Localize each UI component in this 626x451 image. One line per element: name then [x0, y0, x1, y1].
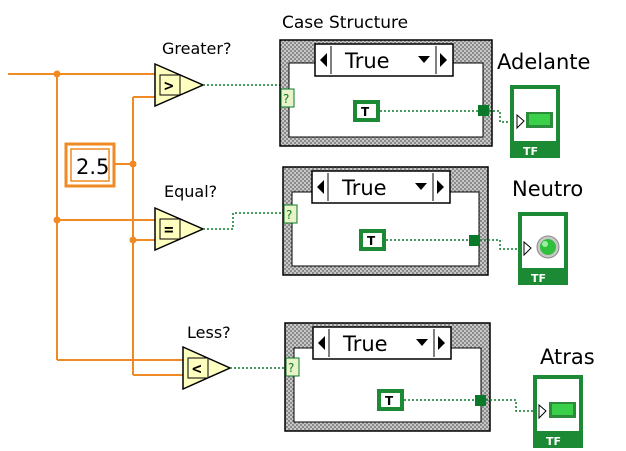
equal-bool-constant[interactable]: T — [359, 229, 386, 251]
less-case-selector[interactable]: True — [312, 326, 452, 360]
case-structure-title: Case Structure — [282, 13, 408, 33]
row-greater: Greater? > True ? T — [154, 39, 590, 158]
less-led-indicator[interactable]: TF — [533, 375, 583, 448]
less-bool-constant[interactable]: T — [377, 389, 404, 411]
wire-junctions — [53, 70, 137, 244]
equal-comparator[interactable]: = — [154, 206, 205, 252]
greater-comparator[interactable]: > — [154, 62, 205, 108]
greater-selector-terminal — [280, 88, 295, 108]
greater-case-selector[interactable]: True — [314, 43, 454, 77]
equal-indicator-label: Neutro — [512, 177, 583, 201]
numeric-constant-value: 2.5 — [76, 155, 109, 179]
equal-case-selector-text: True — [341, 176, 387, 200]
numeric-wires — [8, 73, 183, 376]
less-case-selector-text: True — [342, 332, 388, 356]
greater-label: Greater? — [162, 39, 231, 58]
equal-case-selector[interactable]: True — [311, 170, 451, 204]
equal-output-tunnel — [469, 235, 480, 246]
equal-indicator-tag: TF — [531, 272, 546, 285]
less-bool-wire-out — [486, 399, 533, 412]
greater-bool-constant[interactable]: T — [353, 100, 380, 122]
greater-output-tunnel — [478, 105, 489, 116]
less-case-structure[interactable]: True ? — [284, 322, 491, 432]
less-symbol: < — [192, 359, 202, 378]
row-equal: Equal? = True ? T — [154, 166, 583, 285]
greater-bool-wire-out — [489, 110, 510, 123]
numeric-constant-block[interactable]: 2.5 — [64, 142, 116, 188]
equal-selector-terminal-mark: ? — [286, 208, 292, 222]
row-less: Less? < True ? T — [182, 322, 595, 448]
less-label: Less? — [187, 323, 231, 342]
equal-bool-constant-text: T — [367, 234, 376, 248]
equal-selector-terminal — [283, 204, 298, 224]
greater-case-selector-text: True — [344, 49, 390, 73]
less-selector-terminal-mark: ? — [288, 361, 294, 375]
equal-symbol: = — [164, 220, 174, 239]
equal-bool-wire-out — [480, 239, 518, 250]
less-output-tunnel — [475, 395, 486, 406]
less-bool-constant-text: T — [385, 394, 394, 408]
equal-led-indicator[interactable]: TF — [518, 212, 568, 285]
greater-bool-constant-text: T — [361, 105, 370, 119]
equal-bool-wire-in — [203, 212, 281, 230]
greater-symbol: > — [164, 76, 174, 95]
equal-case-structure[interactable]: True ? — [282, 166, 489, 276]
less-selector-terminal — [285, 357, 300, 377]
less-indicator-tag: TF — [546, 435, 561, 448]
greater-case-structure[interactable]: True ? — [279, 39, 493, 147]
greater-selector-terminal-mark: ? — [283, 92, 289, 106]
less-indicator-label: Atras — [540, 345, 595, 369]
equal-label: Equal? — [164, 182, 217, 201]
greater-indicator-label: Adelante — [497, 50, 590, 74]
less-comparator[interactable]: < — [182, 345, 232, 391]
greater-led-indicator[interactable]: TF — [510, 85, 560, 158]
greater-indicator-tag: TF — [523, 145, 538, 158]
